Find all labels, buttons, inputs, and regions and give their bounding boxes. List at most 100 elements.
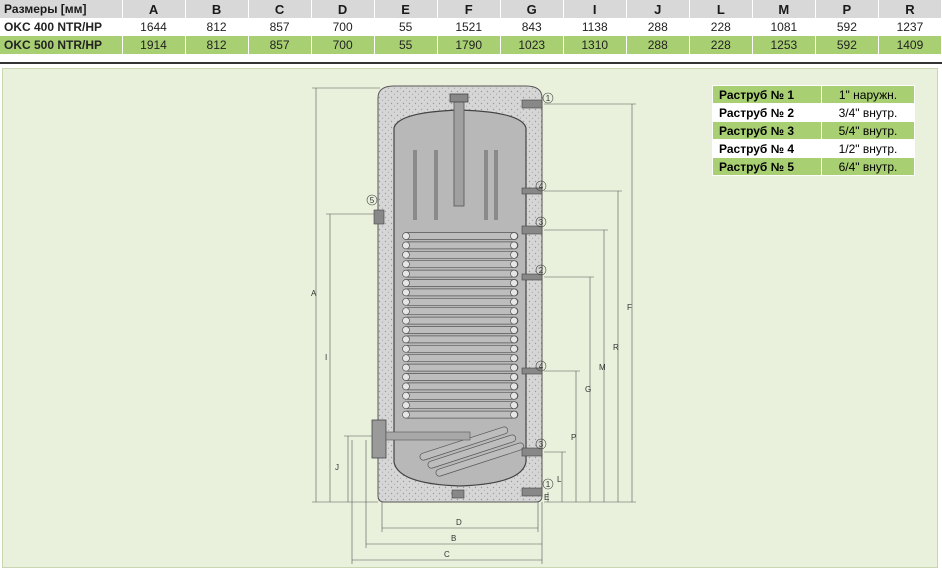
coil-turn [403, 335, 519, 344]
header-cell: J [626, 0, 690, 18]
callout-4 [535, 360, 547, 372]
dim-label-l: L [557, 475, 562, 484]
callout-numbers: 1 4 3 2 4 3 1 5 [370, 94, 551, 489]
coil-turn [403, 354, 519, 363]
legend-name: Раструб № 5 [712, 157, 822, 176]
header-cell: L [689, 0, 753, 18]
coil-turn [403, 382, 519, 391]
legend-row: Раструб № 3 5/4" внутр. [712, 121, 915, 140]
coil-section [510, 241, 518, 250]
coil-turn [403, 373, 519, 381]
coil-section [510, 363, 518, 372]
table-cell: 1310 [563, 36, 627, 54]
table-cell: 228 [689, 18, 753, 36]
coil-section [510, 382, 518, 391]
callout-3 [535, 438, 547, 450]
header-cell: Размеры [мм] [0, 0, 123, 18]
dim-label-f: F [627, 303, 632, 312]
legend-value: 3/4" внутр. [821, 103, 915, 122]
coil-turn [403, 344, 519, 353]
dim-label-g: G [585, 385, 591, 394]
dimensions-table: Размеры [мм] A B C D E F G I J L M P R O… [0, 0, 942, 54]
legend-value: 1" наружн. [821, 85, 915, 104]
table-cell: 55 [374, 18, 438, 36]
header-cell: M [752, 0, 816, 18]
callout-number: 2 [539, 266, 544, 275]
coil-section [510, 344, 518, 353]
connection-1 [521, 487, 543, 497]
coil-turn [403, 269, 519, 278]
dim-label-a: A [311, 289, 317, 298]
table-cell: 857 [248, 18, 312, 36]
table-cell: 700 [311, 18, 375, 36]
legend-name: Раструб № 3 [712, 121, 822, 140]
table-cell: 288 [626, 36, 690, 54]
table-cell: 592 [815, 18, 879, 36]
coil-section [402, 326, 410, 334]
legend-name: Раструб № 4 [712, 139, 822, 158]
coil-section [402, 373, 410, 381]
table-row: OKC 500 NTR/HP 1914 812 857 700 55 1790 … [0, 36, 942, 54]
header-cell: R [878, 0, 942, 18]
coil-turn [403, 326, 519, 334]
table-row: OKC 400 NTR/HP 1644 812 857 700 55 1521 … [0, 18, 942, 36]
drain-fitting [451, 489, 465, 499]
coil-section [510, 401, 518, 410]
table-cell: 1644 [122, 18, 186, 36]
coil-section [402, 279, 410, 287]
coil-return [427, 434, 517, 469]
callout-number: 4 [539, 362, 544, 371]
callout-number: 3 [539, 218, 544, 227]
coil-section [510, 297, 518, 306]
callout-3 [535, 216, 547, 228]
table-cell: 812 [185, 18, 249, 36]
coil-section [402, 410, 410, 419]
dim-label-i: I [325, 353, 327, 362]
connection-1 [521, 99, 543, 109]
connections [373, 99, 543, 499]
dimension-labels: A I J F R M G P L E D B C [311, 289, 632, 559]
coil-section [402, 232, 410, 240]
connection-2 [521, 273, 543, 281]
coil-turn [403, 410, 519, 419]
callout-4 [535, 180, 547, 192]
coil-turn [403, 391, 519, 400]
coil-section [402, 391, 410, 400]
dim-label-c: C [444, 550, 450, 559]
coil-section [402, 316, 410, 325]
table-cell: 812 [185, 36, 249, 54]
table-cell: 1023 [500, 36, 564, 54]
table-cell: 1138 [563, 18, 627, 36]
coil-section [402, 354, 410, 363]
table-cell: 1237 [878, 18, 942, 36]
table-cell: 700 [311, 36, 375, 54]
table-cell: 228 [689, 36, 753, 54]
coil-section [510, 391, 518, 400]
coil-section [510, 260, 518, 269]
model-name-cell: OKC 500 NTR/HP [0, 36, 123, 54]
coil-section [510, 250, 518, 259]
table-cell: 55 [374, 36, 438, 54]
coil-section [510, 279, 518, 287]
coil-turn [403, 241, 519, 250]
callout-5 [366, 194, 378, 206]
heat-exchanger-coil [402, 232, 525, 477]
connection-3 [521, 447, 543, 457]
coil-section [510, 335, 518, 344]
table-cell: 1409 [878, 36, 942, 54]
dim-label-d: D [456, 518, 462, 527]
coil-turn [403, 297, 519, 306]
connection-5 [373, 209, 385, 225]
table-cell: 857 [248, 36, 312, 54]
header-cell: D [311, 0, 375, 18]
coil-section [402, 401, 410, 410]
connections-legend: Раструб № 1 1" наружн. Раструб № 2 3/4" … [712, 85, 915, 176]
table-cell: 288 [626, 18, 690, 36]
legend-row: Раструб № 1 1" наружн. [712, 85, 915, 104]
coil-section [402, 363, 410, 372]
coil-turn [403, 307, 519, 316]
flange-pipe [385, 431, 471, 441]
callouts [366, 92, 554, 490]
legend-name: Раструб № 2 [712, 103, 822, 122]
callout-1 [542, 478, 554, 490]
